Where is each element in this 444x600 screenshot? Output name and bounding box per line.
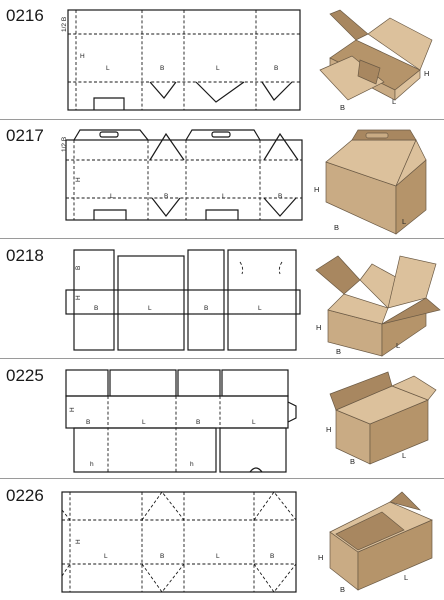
illus-h: H: [314, 185, 319, 194]
illustration-0216: B L H: [319, 9, 433, 112]
label-l: L: [252, 419, 256, 426]
row-separator: [0, 119, 444, 120]
label-half-b: 1/2 B: [61, 17, 68, 32]
style-code: 0216: [6, 6, 44, 25]
illus-h: H: [424, 69, 429, 78]
label-b: B: [160, 65, 164, 72]
label-small-h: h: [190, 461, 194, 468]
label-b: B: [164, 193, 168, 200]
dieline-0218: B H B L B L: [65, 249, 301, 351]
label-b: B: [274, 65, 278, 72]
label-h: H: [75, 539, 82, 544]
label-l: L: [216, 65, 220, 72]
box-style-0226: 0226 H L B L B H B L: [0, 480, 444, 600]
row-separator: [0, 358, 444, 359]
illus-b: B: [350, 457, 355, 466]
label-b: B: [204, 305, 208, 312]
illus-l: L: [402, 451, 406, 460]
label-b: B: [160, 553, 164, 560]
style-code: 0217: [6, 126, 44, 145]
label-small-h: h: [90, 461, 94, 468]
illus-b: B: [336, 347, 341, 356]
label-b: B: [278, 193, 282, 200]
row-separator: [0, 238, 444, 239]
style-code: 0226: [6, 486, 44, 505]
label-l: L: [216, 553, 220, 560]
label-half-b: 1/2 B: [61, 137, 68, 152]
style-code: 0225: [6, 366, 44, 385]
label-l: L: [148, 305, 152, 312]
illus-b: B: [340, 103, 345, 112]
box-style-0218: 0218 B H B L B L H B L: [0, 240, 444, 358]
illustration-0226: H B L: [318, 491, 433, 594]
label-h: H: [75, 177, 82, 182]
box-style-0216: 0216 1/2 B H L B L B B L H: [0, 0, 444, 118]
box-style-0217: 0217 1/2 B H L B L B H B L: [0, 120, 444, 238]
label-l: L: [142, 419, 146, 426]
illus-l: L: [404, 573, 408, 582]
row-separator: [0, 478, 444, 479]
illus-l: L: [392, 97, 396, 106]
label-h: H: [75, 295, 82, 300]
label-h: H: [80, 53, 85, 60]
illus-h: H: [318, 553, 323, 562]
label-l: L: [110, 193, 114, 200]
box-style-0225: 0225 H B L B L h h H B L: [0, 360, 444, 478]
illus-h: H: [316, 323, 321, 332]
style-code: 0218: [6, 246, 44, 265]
illustration-0225: H B L: [326, 371, 437, 466]
illustration-0217: H B L: [314, 129, 427, 235]
dieline-0225: H B L B L h h: [65, 369, 297, 473]
illus-b: B: [334, 223, 339, 232]
illus-b: B: [340, 585, 345, 594]
illus-l: L: [402, 217, 406, 226]
label-l: L: [106, 65, 110, 72]
label-l: L: [258, 305, 262, 312]
dieline-0216: 1/2 B H L B L B: [61, 9, 301, 111]
label-b: B: [75, 266, 82, 270]
label-b: B: [86, 419, 90, 426]
label-l: L: [222, 193, 226, 200]
label-h: H: [69, 407, 76, 412]
label-b: B: [196, 419, 200, 426]
illustration-0218: H B L: [315, 255, 441, 357]
illus-h: H: [326, 425, 331, 434]
dieline-0226: H L B L B: [61, 491, 297, 593]
illus-l: L: [396, 341, 400, 350]
label-l: L: [104, 553, 108, 560]
label-b: B: [94, 305, 98, 312]
label-b: B: [270, 553, 274, 560]
dieline-0217: 1/2 B H L B L B: [61, 129, 303, 221]
